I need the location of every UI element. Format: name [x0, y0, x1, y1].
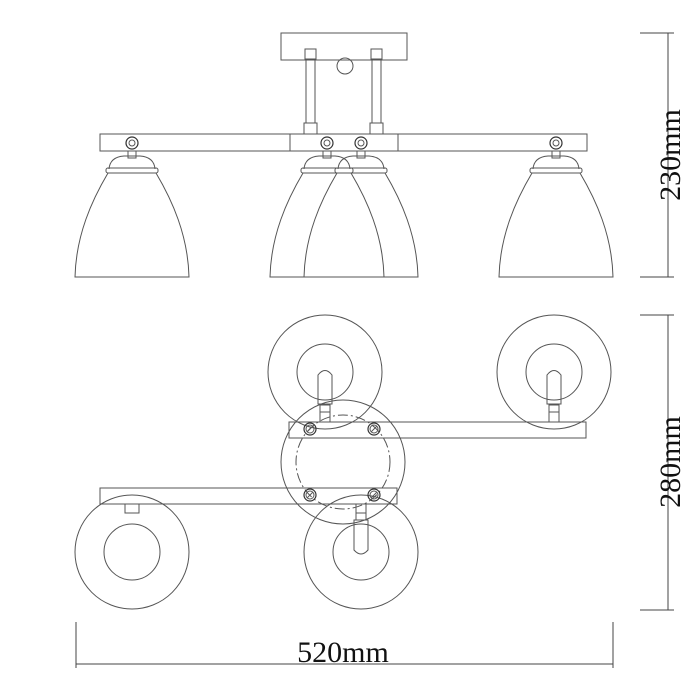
- shade-glass: [269, 172, 385, 278]
- bulb-holder: [317, 370, 333, 405]
- shade-inner-circle: [103, 523, 161, 581]
- shade-eye-ring: [320, 136, 334, 150]
- shade-inner-circle: [525, 343, 583, 401]
- bulb-socket: [546, 370, 562, 423]
- bulb-socket: [353, 503, 369, 555]
- shade-outer-circle: [303, 494, 419, 610]
- shade-nut: [551, 150, 561, 159]
- shade-glass: [498, 172, 614, 278]
- shade-cap: [337, 155, 385, 170]
- lamp-shade: [498, 136, 614, 278]
- lamp-shade: [74, 136, 190, 278]
- height-label: 230mm: [654, 109, 687, 201]
- shade-nut: [356, 150, 366, 159]
- shade-eye-ring: [354, 136, 368, 150]
- arm-bar: [99, 133, 588, 152]
- dimension-width: 520mm: [75, 622, 614, 669]
- screw-slot: [306, 491, 314, 499]
- shade-rim: [334, 167, 388, 174]
- shade-eye-inner: [323, 139, 331, 147]
- screw-slot: [370, 491, 378, 499]
- shade-outer-circle: [267, 314, 383, 430]
- shade-rim: [529, 167, 583, 174]
- screw: [303, 488, 317, 502]
- screw-inner: [369, 424, 379, 434]
- shade-eye-ring: [549, 136, 563, 150]
- canopy-screw: [336, 57, 354, 75]
- shade-eye-inner: [128, 139, 136, 147]
- lower-arm-bar: [99, 487, 398, 505]
- bulb-holder: [546, 370, 562, 405]
- shade-eye-inner: [357, 139, 365, 147]
- socket-nut: [548, 404, 560, 423]
- shade-nut: [322, 150, 332, 159]
- dimension-height: 230mm: [640, 32, 687, 278]
- screw-inner: [369, 490, 379, 500]
- bulb-holder: [353, 519, 369, 555]
- lamp-shade: [269, 136, 385, 278]
- shade-rim: [105, 167, 159, 174]
- depth-label: 280mm: [654, 416, 687, 508]
- shade-inner-circle: [332, 523, 390, 581]
- shade-eye-inner: [552, 139, 560, 147]
- shade-rim: [300, 167, 354, 174]
- mount-rod-left: [303, 48, 318, 135]
- shade-outer-circle: [74, 494, 190, 610]
- ceiling-canopy: [280, 32, 408, 61]
- screw-inner: [305, 490, 315, 500]
- lamp-shade: [303, 136, 419, 278]
- shade-nut: [127, 150, 137, 159]
- shade-eye-ring: [125, 136, 139, 150]
- canopy-hidden-outline: [295, 414, 391, 510]
- shade-cap: [108, 155, 156, 170]
- shade-glass: [303, 172, 419, 278]
- top-view: [74, 314, 612, 610]
- width-label: 520mm: [297, 636, 389, 669]
- screw: [367, 488, 381, 502]
- dimension-depth: 280mm: [640, 314, 687, 611]
- upper-arm-bar: [288, 421, 587, 439]
- canopy-outline: [280, 399, 406, 525]
- screw-slot: [306, 425, 314, 433]
- shade-glass: [74, 172, 190, 278]
- arm-end-cap: [124, 503, 140, 514]
- socket-nut: [319, 404, 331, 423]
- screw-slot: [370, 425, 378, 433]
- shade-cap: [303, 155, 351, 170]
- mount-rod-right: [369, 48, 384, 135]
- shade-inner-circle: [296, 343, 354, 401]
- screw-inner: [305, 424, 315, 434]
- shade-outer-circle: [496, 314, 612, 430]
- side-view: [74, 32, 614, 278]
- bulb-socket: [317, 370, 333, 423]
- screw: [367, 422, 381, 436]
- shade-cap: [532, 155, 580, 170]
- screw: [303, 422, 317, 436]
